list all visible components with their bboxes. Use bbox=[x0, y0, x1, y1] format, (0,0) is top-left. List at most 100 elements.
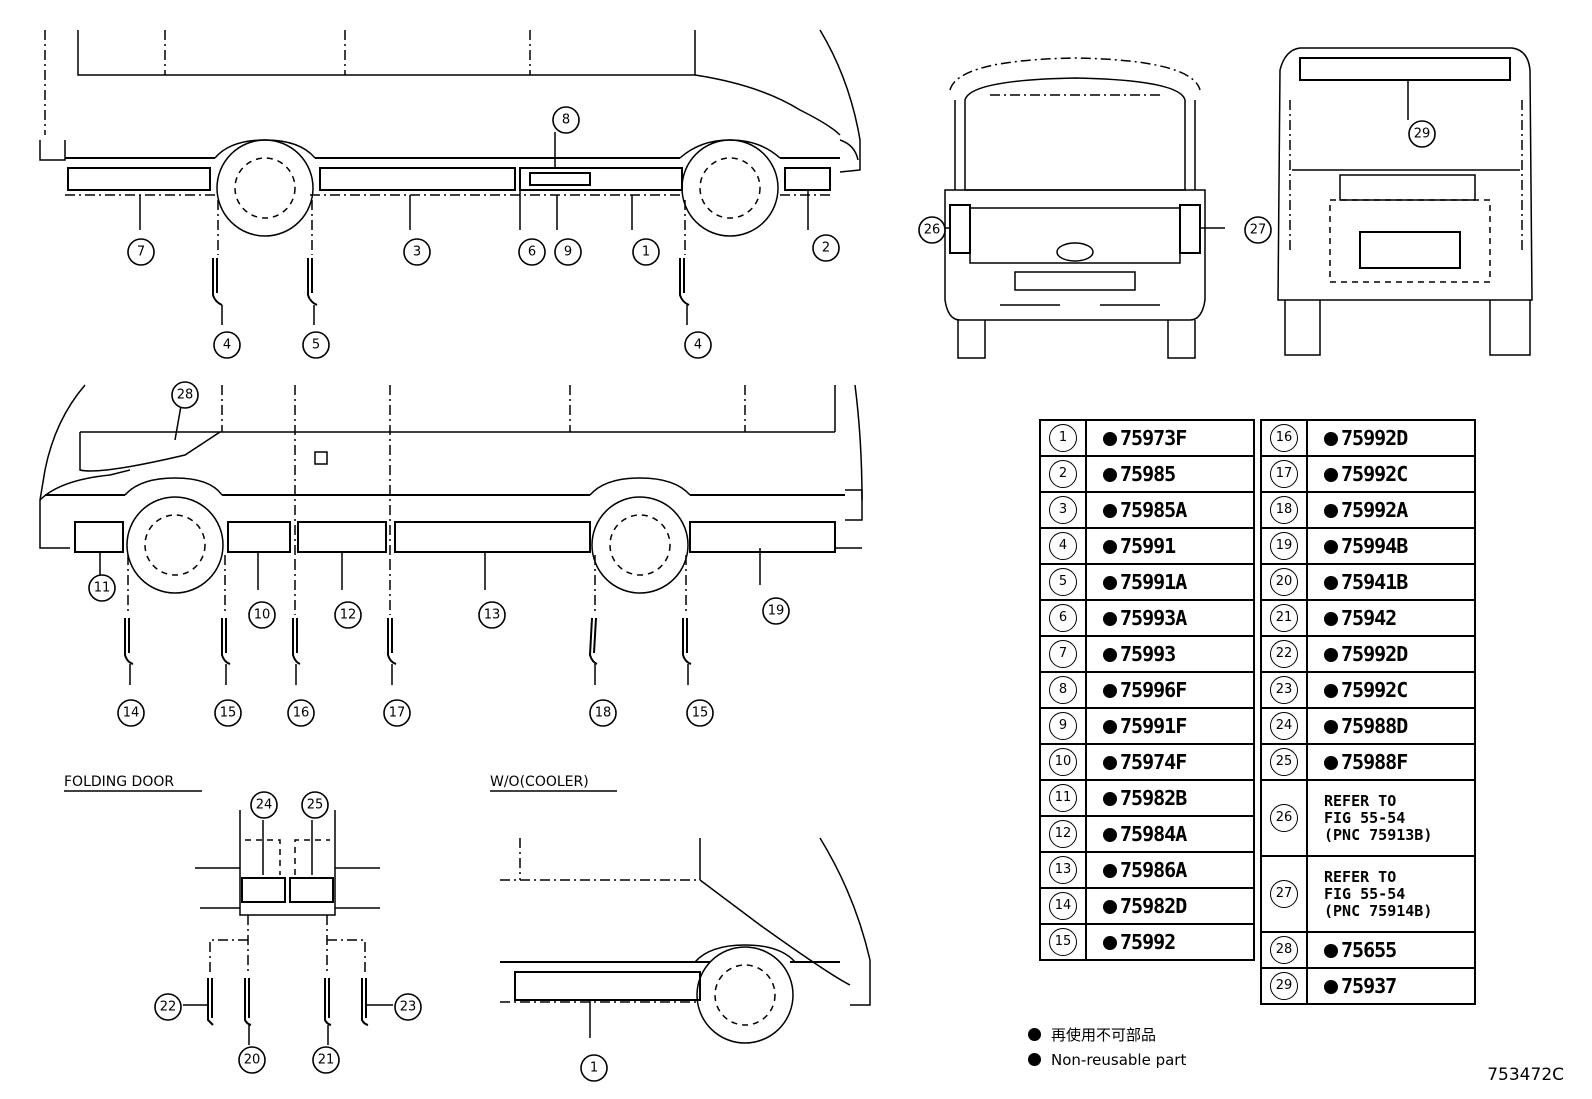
legend-en: Non-reusable part bbox=[1028, 1051, 1186, 1069]
parts-row: 18 75992A bbox=[1260, 491, 1476, 529]
non-reusable-dot-icon bbox=[1103, 648, 1117, 662]
legend-jp-text: 再使用不可部品 bbox=[1051, 1026, 1157, 1044]
callout-10: 10 bbox=[248, 601, 276, 629]
svg-text:17: 17 bbox=[389, 706, 406, 721]
reference-text: (PNC 75913B) bbox=[1324, 825, 1433, 844]
svg-text:13: 13 bbox=[484, 608, 501, 623]
ref-number: 5 bbox=[1049, 568, 1077, 596]
callout-20: 20 bbox=[238, 1046, 266, 1074]
svg-text:25: 25 bbox=[307, 798, 324, 813]
non-reusable-dot-icon bbox=[1103, 756, 1117, 770]
callout-5: 5 bbox=[302, 331, 330, 359]
ref-number: 20 bbox=[1270, 568, 1298, 596]
non-reusable-dot-icon bbox=[1324, 432, 1338, 446]
svg-text:19: 19 bbox=[768, 604, 785, 619]
svg-text:1: 1 bbox=[590, 1061, 598, 1076]
non-reusable-dot-icon bbox=[1324, 540, 1338, 554]
svg-text:10: 10 bbox=[254, 608, 271, 623]
ref-number: 14 bbox=[1049, 892, 1077, 920]
reference-text: (PNC 75914B) bbox=[1324, 901, 1433, 920]
callout-24: 24 bbox=[250, 791, 278, 819]
callout-17: 17 bbox=[383, 699, 411, 727]
ref-number: 11 bbox=[1049, 784, 1077, 812]
part-number: 75984A bbox=[1120, 822, 1187, 846]
callout-25: 25 bbox=[301, 791, 329, 819]
non-reusable-dot-icon bbox=[1324, 756, 1338, 770]
callout-11: 11 bbox=[88, 574, 116, 602]
parts-row: 20 75941B bbox=[1260, 563, 1476, 601]
caption-wo-cooler: W/O(COOLER) bbox=[490, 774, 589, 790]
callout-12: 12 bbox=[334, 601, 362, 629]
caption-folding-door: FOLDING DOOR bbox=[64, 774, 174, 790]
ref-number: 8 bbox=[1049, 676, 1077, 704]
svg-text:26: 26 bbox=[924, 223, 941, 238]
part-number: 75982B bbox=[1120, 786, 1187, 810]
ref-number: 10 bbox=[1049, 748, 1077, 776]
side-view-right bbox=[39, 29, 861, 325]
non-reusable-dot-icon bbox=[1324, 612, 1338, 626]
svg-text:15: 15 bbox=[220, 706, 237, 721]
ref-number: 25 bbox=[1270, 748, 1298, 776]
ref-number: 24 bbox=[1270, 712, 1298, 740]
parts-row: 13 75986A bbox=[1039, 851, 1255, 889]
callouts: 1 2 3 4 4 5 6 7 8 9 10 11 12 13 14 15 15… bbox=[88, 106, 1436, 1082]
part-number: 75941B bbox=[1341, 570, 1408, 594]
ref-number: 12 bbox=[1049, 820, 1077, 848]
non-reusable-dot-icon bbox=[1324, 980, 1338, 994]
parts-row: 21 75942 bbox=[1260, 599, 1476, 637]
parts-row: 12 75984A bbox=[1039, 815, 1255, 853]
part-number: 75986A bbox=[1120, 858, 1187, 882]
ref-number: 4 bbox=[1049, 532, 1077, 560]
callout-8: 8 bbox=[552, 106, 580, 134]
part-number: 75655 bbox=[1341, 938, 1397, 962]
callout-6: 6 bbox=[518, 238, 546, 266]
callout-2: 2 bbox=[812, 234, 840, 262]
non-reusable-dot-icon bbox=[1103, 684, 1117, 698]
ref-number: 2 bbox=[1049, 460, 1077, 488]
part-number: 75942 bbox=[1341, 606, 1397, 630]
callout-16: 16 bbox=[287, 699, 315, 727]
callout-9: 9 bbox=[554, 238, 582, 266]
parts-row: 22 75992D bbox=[1260, 635, 1476, 673]
svg-text:7: 7 bbox=[137, 245, 145, 260]
callout-27: 27 bbox=[1244, 216, 1272, 244]
callout-21: 21 bbox=[312, 1046, 340, 1074]
svg-text:3: 3 bbox=[413, 245, 421, 260]
ref-number: 15 bbox=[1049, 928, 1077, 956]
part-number: 75992 bbox=[1120, 930, 1176, 954]
part-number: 75993A bbox=[1120, 606, 1187, 630]
non-reusable-dot-icon bbox=[1103, 864, 1117, 878]
ref-number: 17 bbox=[1270, 460, 1298, 488]
part-number: 75985A bbox=[1120, 498, 1187, 522]
parts-row: 5 75991A bbox=[1039, 563, 1255, 601]
svg-text:21: 21 bbox=[318, 1053, 335, 1068]
part-number: 75991A bbox=[1120, 570, 1187, 594]
ref-number: 6 bbox=[1049, 604, 1077, 632]
part-number: 75992A bbox=[1341, 498, 1408, 522]
parts-row: 11 75982B bbox=[1039, 779, 1255, 817]
rear-view bbox=[1277, 47, 1533, 356]
callout-15b: 15 bbox=[686, 699, 714, 727]
callout-26: 26 bbox=[918, 216, 946, 244]
non-reusable-dot-icon bbox=[1103, 540, 1117, 554]
svg-text:2: 2 bbox=[822, 241, 830, 256]
ref-number: 29 bbox=[1270, 972, 1298, 1000]
part-number: 75992D bbox=[1341, 642, 1408, 666]
part-number: 75991 bbox=[1120, 534, 1176, 558]
svg-text:5: 5 bbox=[312, 338, 320, 353]
wo-cooler-view bbox=[500, 837, 871, 1044]
ref-number: 9 bbox=[1049, 712, 1077, 740]
ref-number: 19 bbox=[1270, 532, 1298, 560]
svg-text:28: 28 bbox=[177, 388, 194, 403]
front-view bbox=[930, 57, 1225, 359]
ref-number: 18 bbox=[1270, 496, 1298, 524]
callout-4b: 4 bbox=[684, 331, 712, 359]
ref-number: 13 bbox=[1049, 856, 1077, 884]
ref-number: 22 bbox=[1270, 640, 1298, 668]
ref-number: 21 bbox=[1270, 604, 1298, 632]
